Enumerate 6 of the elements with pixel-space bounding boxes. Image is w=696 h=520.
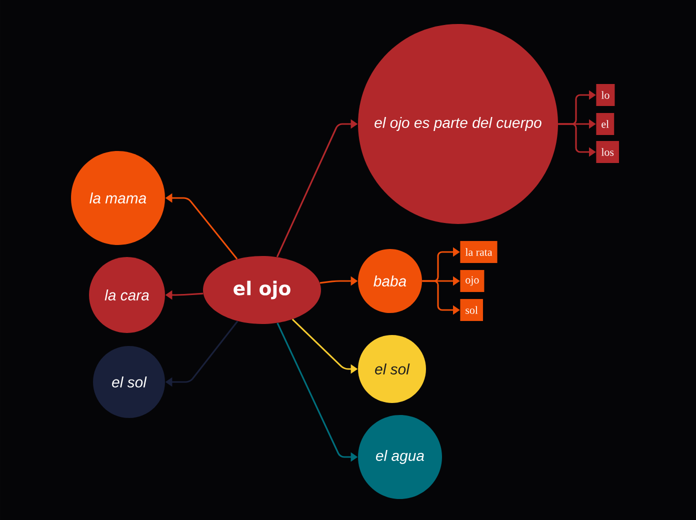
tag-box: sol (460, 299, 483, 321)
tag-box: ojo (460, 270, 484, 292)
tag-box: el (596, 113, 614, 135)
tag-box: lo (596, 84, 615, 106)
tag-box: la rata (460, 241, 498, 263)
tag-box: los (596, 141, 619, 163)
